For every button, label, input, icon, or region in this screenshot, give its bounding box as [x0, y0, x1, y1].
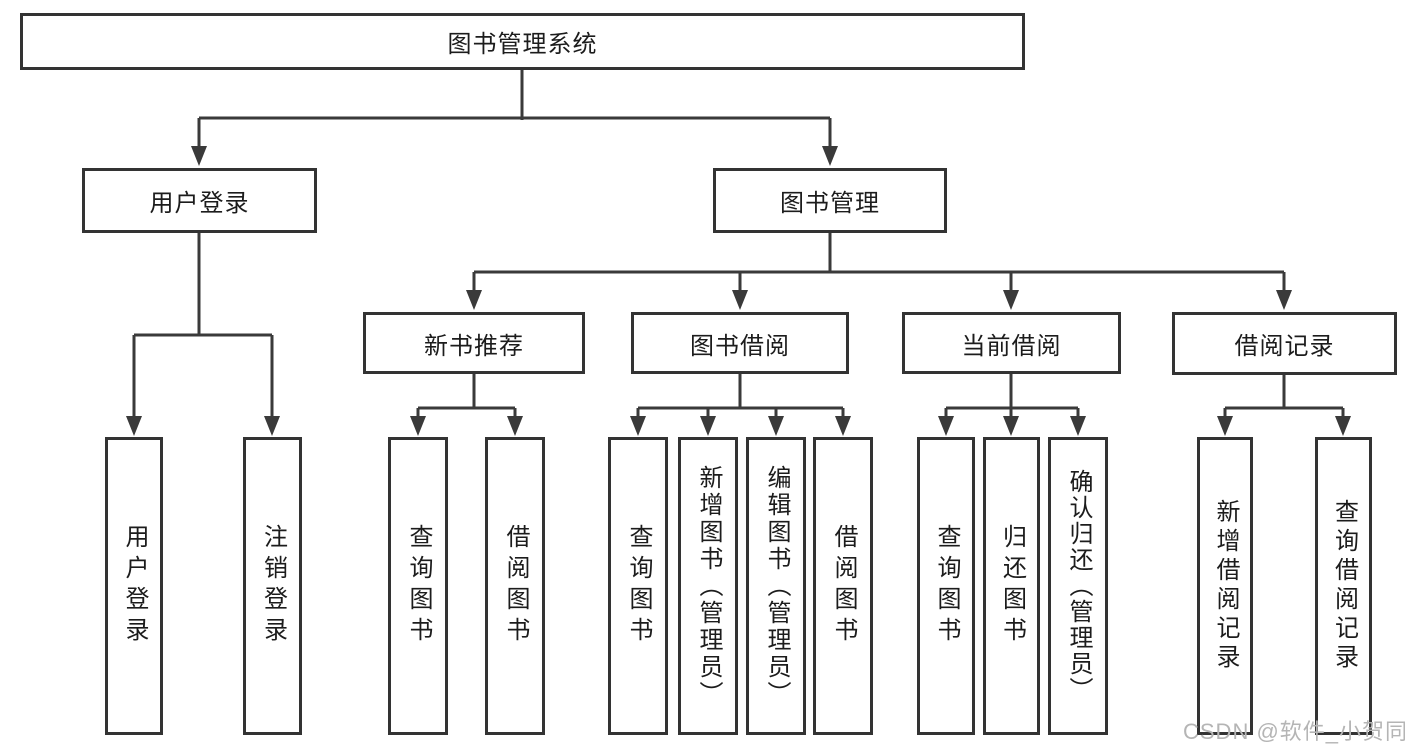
- arrowhead: [1335, 416, 1351, 436]
- leaf-user-login: 用户登录: [105, 437, 163, 735]
- leaf-label: 查询借阅记录: [1330, 499, 1358, 673]
- leaf-add-borrow-record: 新增借阅记录: [1197, 437, 1253, 735]
- arrowhead: [507, 416, 523, 436]
- arrowhead: [1217, 416, 1233, 436]
- arrowhead: [700, 416, 716, 436]
- arrowhead: [1003, 416, 1019, 436]
- arrowheads: [126, 146, 1351, 436]
- leaf-label: 查询图书: [405, 524, 432, 648]
- arrowhead: [410, 416, 426, 436]
- leaf-edit-book-admin: 编辑图书（管理员）: [746, 437, 806, 735]
- leaf-confirm-return-admin: 确认归还（管理员）: [1048, 437, 1108, 735]
- leaf-label: 借阅图书: [502, 524, 529, 648]
- arrowhead: [938, 416, 954, 436]
- leaf-label: 借阅图书: [830, 524, 857, 648]
- arrowhead: [191, 146, 207, 166]
- leaf-borrow-books-borrow: 借阅图书: [813, 437, 873, 735]
- node-new-book-recommendation: 新书推荐: [363, 312, 585, 374]
- arrowhead: [466, 290, 482, 310]
- arrowhead: [768, 416, 784, 436]
- leaf-query-books-recommend: 查询图书: [388, 437, 448, 735]
- node-current-borrowing: 当前借阅: [902, 312, 1121, 374]
- arrowhead: [1070, 416, 1086, 436]
- node-library-system: 图书管理系统: [20, 13, 1025, 70]
- leaf-borrow-books-recommend: 借阅图书: [485, 437, 545, 735]
- arrowhead: [264, 416, 280, 436]
- leaf-query-books-borrow: 查询图书: [608, 437, 668, 735]
- leaf-label: 确认归还（管理员）: [1065, 469, 1092, 703]
- leaf-query-books-current: 查询图书: [917, 437, 975, 735]
- leaf-add-book-admin: 新增图书（管理员）: [678, 437, 738, 735]
- watermark: CSDN @软件_小贺同学: [1183, 719, 1405, 744]
- node-borrowing-records: 借阅记录: [1172, 312, 1397, 375]
- leaf-label: 新增借阅记录: [1212, 499, 1239, 673]
- leaf-label: 新增图书（管理员）: [695, 464, 722, 708]
- node-user-login: 用户登录: [82, 168, 317, 233]
- arrowhead: [822, 146, 838, 166]
- leaf-label: 查询图书: [625, 524, 652, 648]
- leaf-label: 归还图书: [998, 524, 1026, 648]
- arrowhead: [835, 416, 851, 436]
- node-book-borrowing: 图书借阅: [631, 312, 849, 374]
- leaf-query-borrow-record: 查询借阅记录: [1315, 437, 1372, 735]
- leaf-return-books: 归还图书: [983, 437, 1040, 735]
- arrowhead: [630, 416, 646, 436]
- leaf-label: 用户登录: [121, 524, 148, 648]
- connector-path: [132, 70, 1345, 420]
- arrowhead: [732, 290, 748, 310]
- leaf-logout: 注销登录: [243, 437, 302, 735]
- leaf-label: 查询图书: [933, 524, 960, 648]
- arrowhead: [1276, 290, 1292, 310]
- leaf-label: 编辑图书（管理员）: [763, 464, 790, 708]
- leaf-label: 注销登录: [259, 524, 287, 648]
- arrowhead: [126, 416, 142, 436]
- arrowhead: [1003, 290, 1019, 310]
- node-book-management: 图书管理: [713, 168, 947, 233]
